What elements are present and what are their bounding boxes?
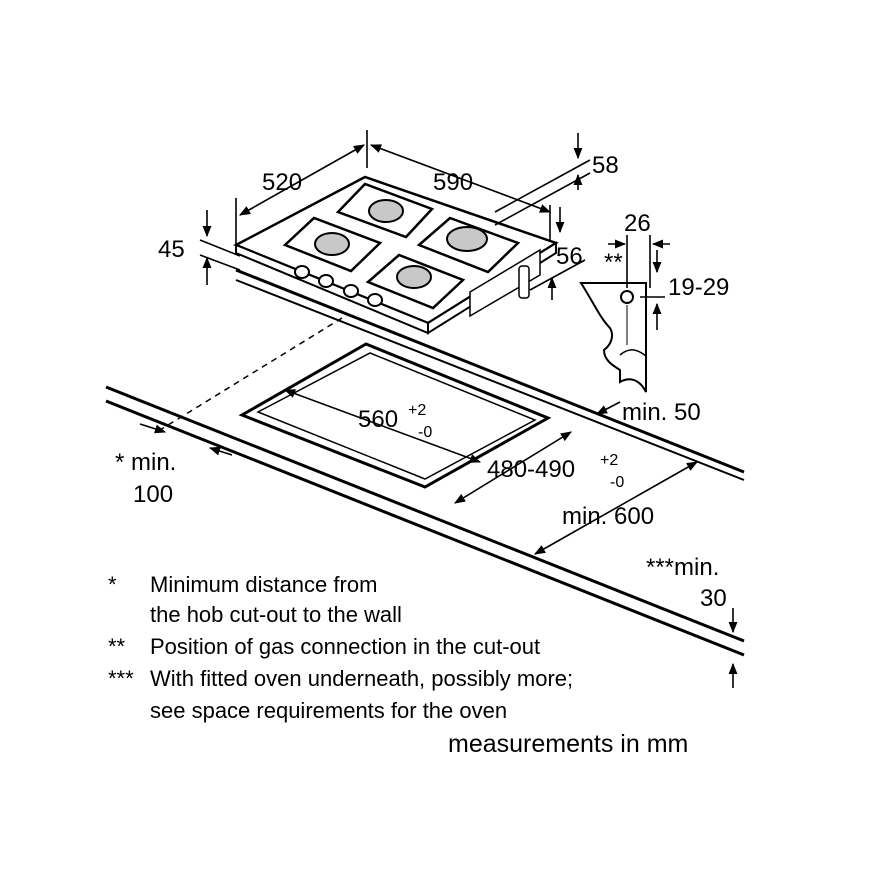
dim-ext-45b [199, 254, 241, 271]
dim-label-56: 56 [556, 243, 583, 270]
gas-connection-detail [579, 282, 647, 393]
dim-label-590: 590 [433, 169, 473, 196]
worktop-front-edge-lower [105, 399, 745, 657]
dim-label-480-tol-minus: -0 [610, 474, 624, 491]
dim-ext-45 [199, 239, 241, 257]
projection-dashed-line [159, 317, 343, 431]
dim-label-560-tol-minus: -0 [418, 424, 432, 441]
dim-line-560 [283, 389, 482, 463]
control-knob [343, 284, 359, 298]
pan-support-left [282, 216, 383, 273]
dim-line-480 [454, 431, 572, 504]
dim-label-26: 26 [624, 210, 651, 237]
dim-label-min-100-value: 100 [133, 481, 173, 508]
dim-label-480-490: 480-490 [487, 456, 575, 483]
footnote-1-mark: * [108, 572, 117, 597]
footnote-2-line1: Position of gas connection in the cut-ou… [150, 634, 541, 659]
dim-label-min-100-label: min. [131, 449, 176, 476]
cutout-outer [238, 342, 552, 489]
dimension-labels: 520 590 58 45 56 26 ** 19-29 560 +2 -0 4… [115, 152, 729, 612]
dim-label-min-100-mark: * [115, 449, 124, 476]
dim-label-gas-marker: ** [604, 249, 623, 276]
control-knob [294, 265, 310, 279]
worktop-rear-edge [235, 268, 745, 474]
dim-label-min-600: min. 600 [562, 503, 654, 530]
dim-ext-58b [494, 172, 591, 226]
dim-label-520: 520 [262, 169, 302, 196]
burner-front [396, 265, 432, 289]
footnote-3-mark: *** [108, 666, 134, 691]
control-knob [367, 293, 383, 307]
hob [233, 175, 559, 335]
control-knob [318, 274, 334, 288]
footnote-3: *** With fitted oven underneath, possibl… [108, 666, 668, 726]
burner-rear [368, 199, 404, 223]
gas-inlet-pipe [518, 265, 530, 299]
pan-support-front [365, 253, 466, 310]
footnote-1-line1: Minimum distance from [150, 572, 378, 597]
dim-ext-56 [529, 259, 586, 291]
dim-label-min-30-label: ***min. [646, 554, 719, 581]
pan-support-right [416, 216, 521, 274]
dimension-lines [139, 130, 738, 688]
gas-detail-profile [579, 282, 647, 393]
dim-line-100 [139, 423, 167, 434]
worktop [105, 268, 745, 657]
footnote-3-line2: see space requirements for the oven [150, 698, 508, 723]
gas-connection-point [620, 290, 634, 304]
burner-right [446, 226, 488, 252]
footnote-3-line1: With fitted oven underneath, possibly mo… [150, 666, 574, 691]
dim-line-590 [369, 144, 552, 213]
dim-label-560: 560 [358, 406, 398, 433]
footnote-2-mark: ** [108, 634, 126, 659]
dim-label-min-50: min. 50 [622, 399, 701, 426]
dim-line-100b [208, 446, 233, 456]
dim-label-480-tol-plus: +2 [600, 452, 618, 469]
dim-label-min-30-value: 30 [700, 585, 727, 612]
gas-detail-return [619, 349, 647, 357]
dim-label-560-tol-plus: +2 [408, 402, 426, 419]
footnote-1: * Minimum distance from the hob cut-out … [108, 572, 548, 632]
dim-label-58: 58 [592, 152, 619, 179]
dim-label-19-29: 19-29 [668, 274, 729, 301]
worktop-rear-edge-lower [235, 279, 745, 481]
dim-line-50 [596, 401, 621, 415]
units-label: measurements in mm [448, 730, 689, 758]
worktop-front-edge [105, 385, 745, 643]
footnote-1-line2: the hob cut-out to the wall [150, 602, 402, 627]
dim-line-520 [239, 144, 365, 216]
burner-left [314, 232, 350, 256]
footnote-2: ** Position of gas connection in the cut… [108, 634, 668, 664]
dim-ext-58 [494, 159, 591, 213]
dim-line-600 [534, 461, 698, 555]
hob-top-plate [233, 175, 559, 325]
dim-label-45: 45 [158, 236, 185, 263]
control-knobs [294, 265, 383, 307]
